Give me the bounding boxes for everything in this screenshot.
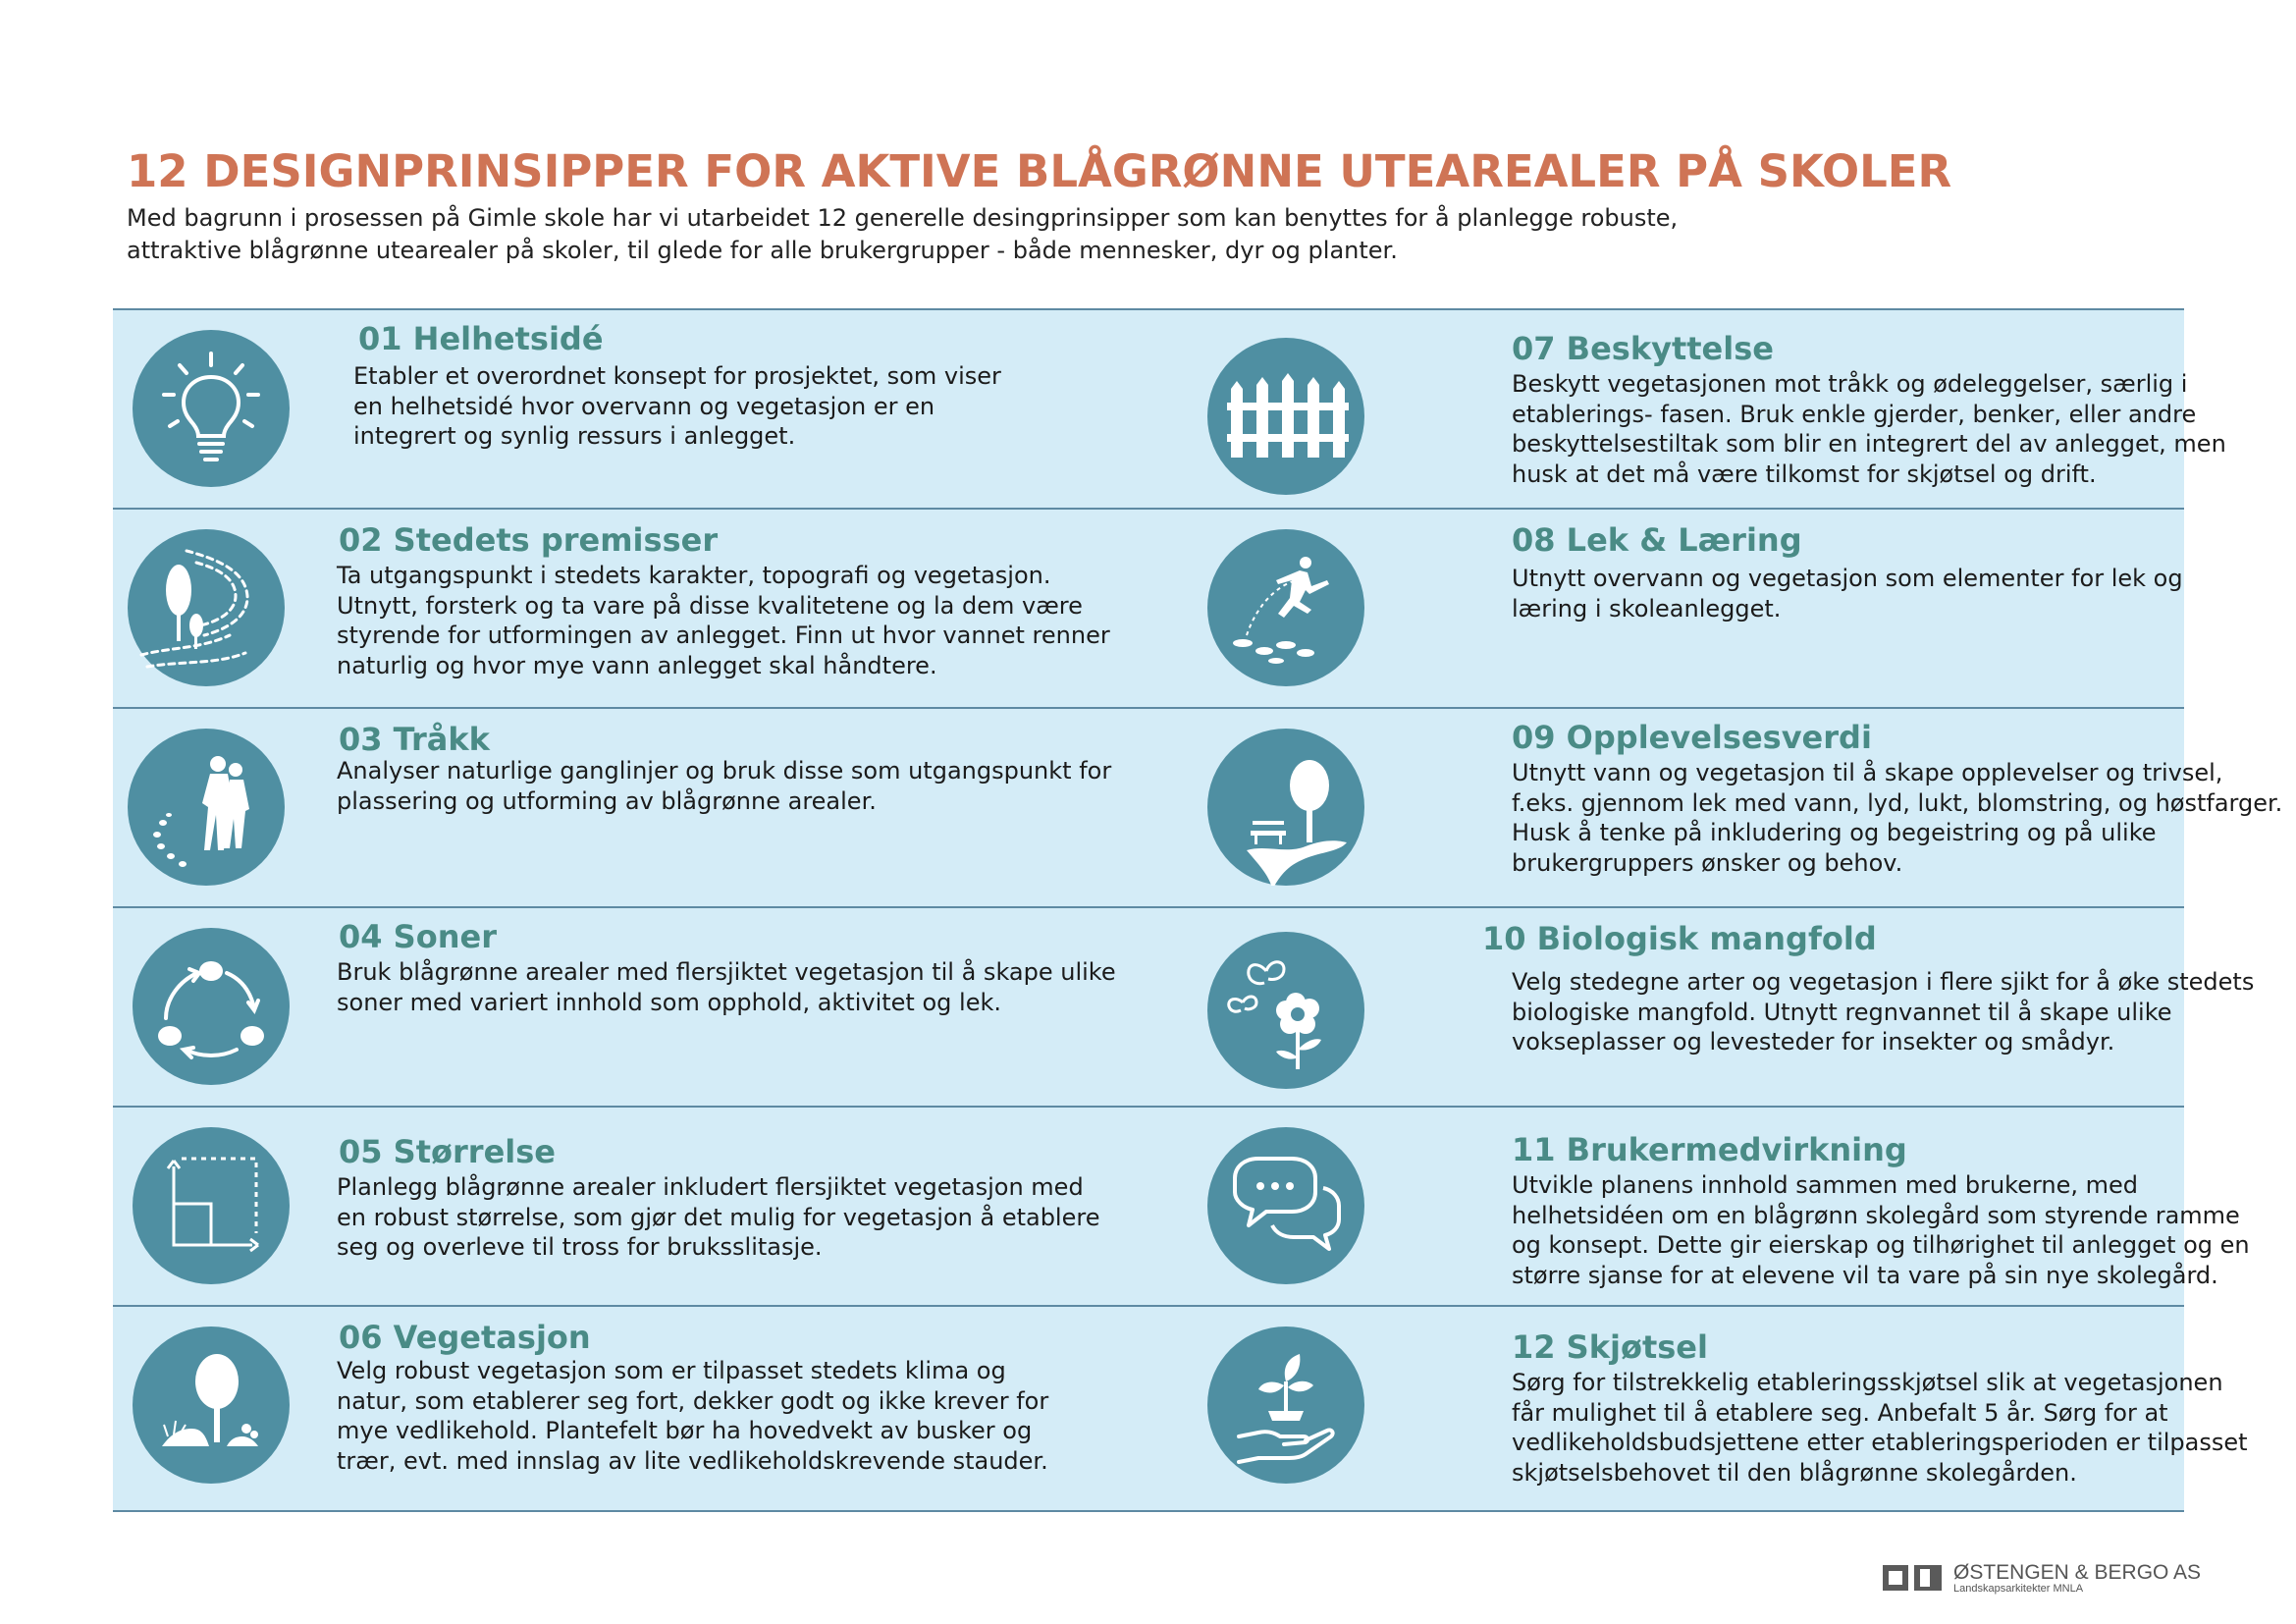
principle-heading: 08 Lek & Læring	[1512, 521, 1802, 559]
principle-body: Etabler et overordnet konsept for prosje…	[353, 362, 1001, 450]
principle-09: 09 Opplevelsesverdi Utnytt vann og veget…	[1193, 709, 2282, 908]
butterfly-flower-icon	[1207, 932, 1364, 1089]
fence-icon	[1207, 338, 1364, 495]
principle-heading: 10 Biologisk mangfold	[1482, 920, 1877, 957]
principle-body: Velg robust vegetasjon som er tilpasset …	[337, 1357, 1049, 1475]
company-tagline: Landskapsarkitekter MNLA	[1953, 1583, 2084, 1595]
lightbulb-icon	[133, 330, 290, 487]
intro-line: attraktive blågrønne utearealer på skole…	[127, 237, 1398, 264]
tree-icon	[133, 1326, 290, 1484]
hand-plant-icon	[1207, 1326, 1364, 1484]
principle-04: 04 Soner Bruk blågrønne arealer med fler…	[113, 908, 1116, 1108]
bench-tree-icon	[1207, 729, 1364, 886]
row-divider	[113, 1305, 2184, 1307]
principle-heading: 09 Opplevelsesverdi	[1512, 719, 1872, 756]
principle-01: 01 Helhetsidé Etabler et overordnet kons…	[113, 310, 1095, 510]
row-divider	[113, 508, 2184, 510]
intro-text: Med bagrunn i prosessen på Gimle skole h…	[127, 202, 1795, 267]
principle-heading: 04 Soner	[339, 918, 497, 955]
principle-10: 10 Biologisk mangfold Velg stedegne arte…	[1193, 908, 2254, 1108]
landscape-icon	[128, 529, 285, 686]
dimension-icon	[133, 1127, 290, 1284]
principle-body: Analyser naturlige ganglinjer og bruk di…	[337, 757, 1112, 815]
principle-body: Beskytt vegetasjonen mot tråkk og ødeleg…	[1512, 370, 2226, 488]
principle-heading: 12 Skjøtsel	[1512, 1328, 1708, 1366]
principle-heading: 06 Vegetasjon	[339, 1319, 591, 1356]
principle-body: Velg stedegne arter og vegetasjon i fler…	[1512, 968, 2255, 1056]
walkers-icon	[128, 729, 285, 886]
company-name: ØSTENGEN & BERGO AS	[1953, 1561, 2202, 1584]
principle-body: Sørg for tilstrekkelig etableringsskjøts…	[1512, 1369, 2248, 1487]
logo-mark-icon	[1883, 1565, 1942, 1591]
principle-heading: 05 Størrelse	[339, 1133, 556, 1170]
row-divider	[113, 906, 2184, 908]
principle-body: Bruk blågrønne arealer med flersjiktet v…	[337, 958, 1116, 1016]
principle-heading: 07 Beskyttelse	[1512, 330, 1774, 367]
principle-06: 06 Vegetasjon Velg robust vegetasjon som…	[113, 1307, 1095, 1506]
company-logo: ØSTENGEN & BERGO AS Landskapsarkitekter …	[1883, 1561, 2201, 1600]
principles-panel: 01 Helhetsidé Etabler et overordnet kons…	[113, 308, 2282, 1512]
principle-11: 11 Brukermedvirkning Utvikle planens inn…	[1193, 1108, 2250, 1307]
principle-heading: 02 Stedets premisser	[339, 521, 719, 559]
principle-heading: 11 Brukermedvirkning	[1512, 1131, 1907, 1168]
principle-body: Utvikle planens innhold sammen med bruke…	[1512, 1171, 2250, 1289]
principle-03: 03 Tråkk Analyser naturlige ganglinjer o…	[113, 709, 1111, 908]
principle-body: Utnytt vann og vegetasjon til å skape op…	[1512, 759, 2283, 877]
speech-bubbles-icon	[1207, 1127, 1364, 1284]
principle-08: 08 Lek & Læring Utnytt overvann og veget…	[1193, 510, 2183, 709]
row-divider	[113, 1106, 2184, 1108]
principle-heading: 01 Helhetsidé	[358, 320, 604, 357]
principle-body: Ta utgangspunkt i stedets karakter, topo…	[337, 562, 1110, 679]
cycle-icon	[133, 928, 290, 1085]
principle-07: 07 Beskyttelse Beskytt vegetasjonen mot …	[1193, 310, 2226, 510]
row-divider	[113, 707, 2184, 709]
principle-12: 12 Skjøtsel Sørg for tilstrekkelig etabl…	[1193, 1307, 2248, 1506]
principle-05: 05 Størrelse Planlegg blågrønne arealer …	[113, 1108, 1099, 1307]
principle-02: 02 Stedets premisser Ta utgangspunkt i s…	[113, 510, 1110, 709]
page-title: 12 DESIGNPRINSIPPER FOR AKTIVE BLÅGRØNNE…	[127, 145, 1952, 197]
principle-body: Utnytt overvann og vegetasjon som elemen…	[1512, 565, 2183, 623]
intro-line: Med bagrunn i prosessen på Gimle skole h…	[127, 204, 1679, 232]
jumping-child-icon	[1207, 529, 1364, 686]
principle-body: Planlegg blågrønne arealer inkludert fle…	[337, 1173, 1100, 1261]
principle-heading: 03 Tråkk	[339, 721, 490, 758]
